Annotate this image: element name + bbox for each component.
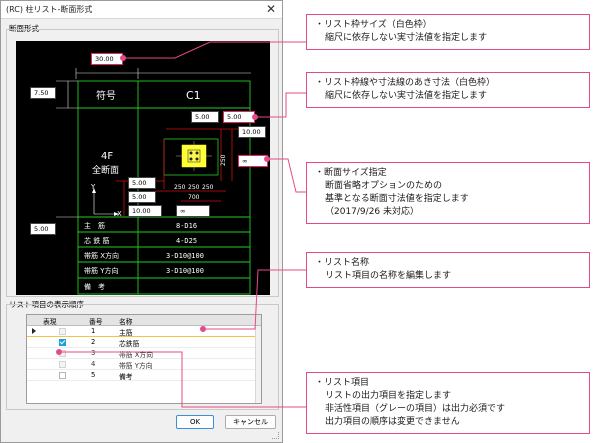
section-group-label: 断面形式 [9, 24, 39, 33]
cancel-button[interactable]: キャンセル [225, 415, 276, 429]
row-4-checkbox[interactable] [59, 361, 66, 368]
callout-5-line-3: 非活性項目（グレーの項目）は出力必須です [325, 404, 506, 414]
item-label-1: 主 筋 [84, 221, 105, 230]
resize-grip-icon[interactable] [272, 432, 279, 439]
callout-1-line-2: 縮尺に依存しない実寸法値を指定します [325, 33, 488, 43]
callout-4-line-1: ・リスト名称 [315, 258, 370, 268]
grid-scrollbar[interactable] [255, 326, 261, 403]
header-symbol-text: 符号 [96, 89, 116, 102]
gap-top-right-input[interactable]: 5.00 [223, 111, 255, 123]
row-3-name[interactable]: 帯筋 X方向 [119, 351, 154, 359]
table-row-2[interactable]: 2 芯鉄筋 [27, 337, 261, 348]
row-1-number: 1 [91, 327, 96, 335]
title-bar: (RC) 柱リスト-断面形式 ✕ [1, 1, 282, 19]
bottom-left-input[interactable]: 5.00 [30, 223, 56, 235]
callout-3-line-3: 基準となる断面寸法値を指定します [325, 194, 469, 204]
section-label-text: 全断面 [92, 164, 119, 176]
callout-3-line-1: ・断面サイズ指定 [315, 168, 387, 178]
section-size-input[interactable]: ∞ [238, 155, 268, 167]
axis-x-text: X [117, 210, 122, 218]
dim-small-1: 250 [174, 184, 186, 191]
callout-2-line-1: ・リスト枠線や寸法線のあき寸法（白色枠） [315, 78, 496, 88]
item-label-5: 備 考 [84, 282, 105, 291]
row-5-name[interactable]: 備考 [119, 373, 133, 381]
item-value-1: 8-D16 [176, 222, 197, 230]
item-label-2: 芯 鉄 筋 [84, 236, 109, 245]
grid-header: 表現 番号 名称 [27, 315, 261, 326]
dim-total-text: 700 [188, 194, 200, 201]
list-width-input[interactable]: 30.00 [91, 53, 123, 65]
callout-section-size: ・断面サイズ指定 断面省略オプションのための 基準となる断面寸法値を指定します … [306, 162, 590, 224]
row-2-name[interactable]: 芯鉄筋 [119, 340, 140, 348]
row-1-checkbox[interactable] [59, 328, 66, 335]
callout-2-line-2: 縮尺に依存しない実寸法値を指定します [325, 91, 488, 101]
floor-text: 4F [101, 151, 113, 162]
col-header-name[interactable]: 名称 [119, 318, 133, 326]
section-format-dialog: (RC) 柱リスト-断面形式 ✕ 断面形式 [0, 0, 283, 443]
row-1-name[interactable]: 主筋 [119, 329, 133, 337]
row-height-input[interactable]: 7.50 [30, 87, 56, 99]
callout-5-line-1: ・リスト項目 [315, 378, 370, 388]
gap-top-left-input[interactable]: 5.00 [191, 111, 219, 123]
row-5-checkbox[interactable] [59, 372, 66, 379]
header-name-text: C1 [186, 89, 201, 102]
left-c-input[interactable]: 10.00 [128, 205, 162, 217]
callout-gap-size: ・リスト枠線や寸法線のあき寸法（白色枠） 縮尺に依存しない実寸法値を指定します [306, 72, 590, 108]
window-title: (RC) 柱リスト-断面形式 [6, 5, 93, 14]
row-4-name[interactable]: 帯筋 Y方向 [119, 362, 153, 370]
row-2-number: 2 [91, 338, 96, 346]
left-a-input[interactable]: 5.00 [128, 177, 156, 189]
callout-list-frame-size: ・リスト枠サイズ（白色枠） 縮尺に依存しない実寸法値を指定します [306, 14, 590, 50]
item-label-4: 帯筋 Y方向 [84, 266, 119, 275]
col-header-display[interactable]: 表現 [43, 318, 57, 326]
table-row-4[interactable]: 4 帯筋 Y方向 [27, 359, 261, 370]
preview-canvas: 符号 C1 4F 全断面 Y X 250 250 250 250 700 主 筋… [16, 41, 270, 295]
callout-4-line-2: リスト項目の名称を編集します [325, 271, 452, 281]
callout-list-item: ・リスト項目 リストの出力項目を指定します 非活性項目（グレーの項目）は出力必須… [306, 372, 590, 434]
current-row-arrow-icon [32, 328, 36, 334]
row-3-number: 3 [91, 349, 96, 357]
row-4-number: 4 [91, 360, 96, 368]
row-5-number: 5 [91, 371, 96, 379]
row-3-checkbox[interactable] [59, 350, 66, 357]
callout-1-line-1: ・リスト枠サイズ（白色枠） [315, 20, 432, 30]
callout-list-name: ・リスト名称 リスト項目の名称を編集します [306, 252, 590, 288]
callout-3-line-2: 断面省略オプションのための [325, 181, 443, 191]
preview-drawing: 符号 C1 4F 全断面 Y X 250 250 250 250 700 主 筋… [56, 68, 251, 295]
table-row-3[interactable]: 3 帯筋 X方向 [27, 348, 261, 359]
close-icon[interactable]: ✕ [265, 2, 276, 16]
gap-right-input[interactable]: 10.00 [238, 126, 266, 138]
row-2-checkbox[interactable] [59, 339, 66, 346]
left-size-input[interactable]: ∞ [176, 205, 210, 217]
ok-button[interactable]: OK [176, 415, 214, 429]
item-value-2: 4-D25 [176, 237, 197, 245]
item-value-4: 3-D10@100 [166, 267, 204, 275]
left-b-input[interactable]: 5.00 [128, 191, 156, 203]
col-header-number[interactable]: 番号 [89, 318, 103, 326]
axis-y-text: Y [90, 183, 96, 191]
dim-small-2: 250 [188, 184, 200, 191]
item-label-3: 帯筋 X方向 [84, 251, 119, 260]
item-value-3: 3-D10@100 [166, 252, 204, 260]
table-row-1[interactable]: 1 主筋 [27, 326, 261, 337]
dim-small-4: 250 [220, 154, 227, 166]
table-row-5[interactable]: 5 備考 [27, 370, 261, 381]
dim-small-3: 250 [202, 184, 214, 191]
callout-5-line-2: リストの出力項目を指定します [325, 391, 452, 401]
callout-3-line-4: （2017/9/26 未対応） [325, 207, 420, 217]
item-order-grid[interactable]: 表現 番号 名称 1 主筋 2 芯鉄筋 3 帯筋 X方向 4 帯筋 Y方向 5 [26, 314, 262, 404]
callout-5-line-4: 出力項目の順序は変更できません [325, 417, 460, 427]
